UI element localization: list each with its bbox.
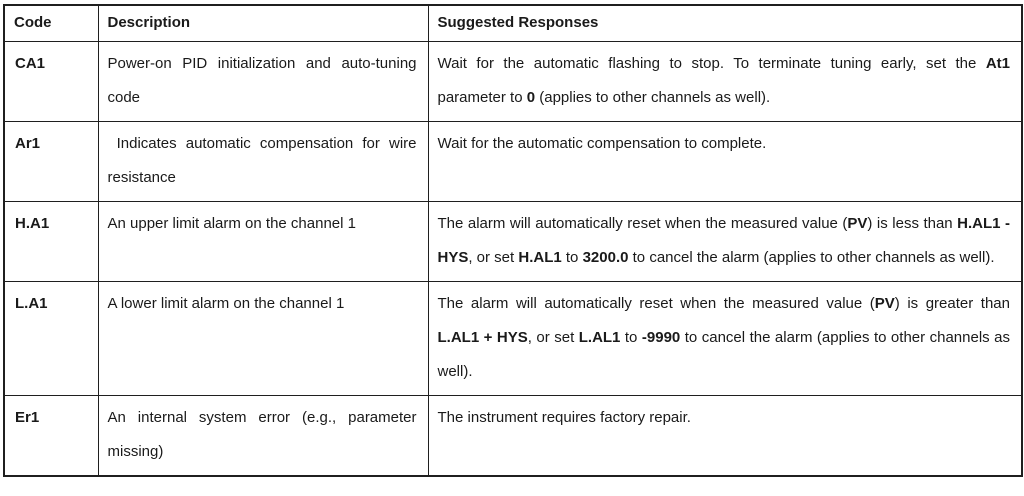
response-text: Wait for the automatic flashing to stop.… [437,54,1011,106]
code-cell: L.A1 [3,280,99,396]
description-text: Power-on PID initialization and auto-tun… [107,54,417,106]
response-text: The instrument requires factory repair. [437,408,691,426]
response-text: Wait for the automatic compensation to c… [437,134,767,152]
description-text: An upper limit alarm on the channel 1 [107,214,356,232]
response-text: The alarm will automatically reset when … [437,214,1011,266]
header-row: Code Description Suggested Responses [3,4,1023,42]
description-text: A lower limit alarm on the channel 1 [107,294,345,312]
error-code-table: Code Description Suggested Responses CA1… [3,4,1023,477]
code-cell: CA1 [3,40,99,122]
response-cell: The instrument requires factory repair. [427,394,1023,476]
column-header-description: Description [97,4,429,42]
column-header-code: Code [3,4,99,42]
response-cell: Wait for the automatic compensation to c… [427,120,1023,202]
description-cell: An internal system error (e.g., paramete… [97,394,429,476]
response-cell: The alarm will automatically reset when … [427,200,1023,282]
response-cell: Wait for the automatic flashing to stop.… [427,40,1023,122]
table-row: Ar1 Indicates automatic compensation for… [3,120,1023,202]
code-cell: H.A1 [3,200,99,282]
description-cell: Power-on PID initialization and auto-tun… [97,40,429,122]
column-header-suggested-responses: Suggested Responses [427,4,1023,42]
response-cell: The alarm will automatically reset when … [427,280,1023,396]
table-row: H.A1 An upper limit alarm on the channel… [3,200,1023,282]
code-cell: Ar1 [3,120,99,202]
table-body: CA1 Power-on PID initialization and auto… [3,40,1023,476]
description-cell: A lower limit alarm on the channel 1 [97,280,429,396]
description-text: Indicates automatic compensation for wir… [107,134,417,186]
description-cell: Indicates automatic compensation for wir… [97,120,429,202]
table-row: Er1 An internal system error (e.g., para… [3,394,1023,476]
response-text: The alarm will automatically reset when … [437,294,1011,380]
code-cell: Er1 [3,394,99,476]
table-row: L.A1 A lower limit alarm on the channel … [3,280,1023,396]
description-cell: An upper limit alarm on the channel 1 [97,200,429,282]
description-text: An internal system error (e.g., paramete… [107,408,417,460]
table-row: CA1 Power-on PID initialization and auto… [3,40,1023,122]
